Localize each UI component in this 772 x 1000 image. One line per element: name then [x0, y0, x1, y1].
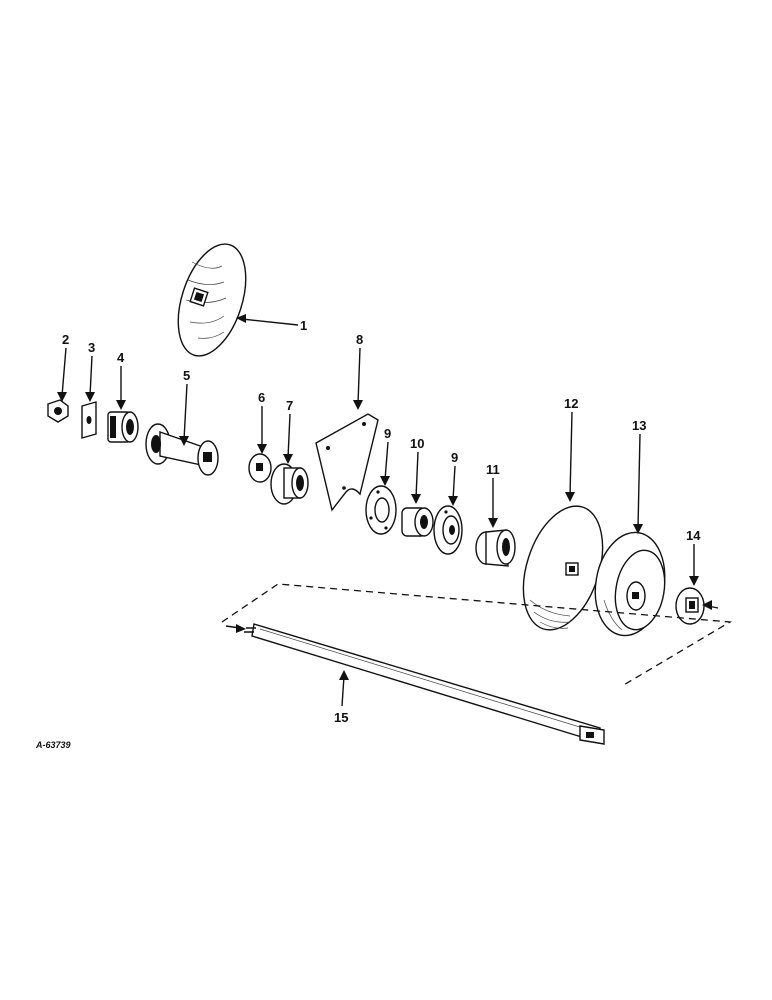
part-15-gang-shaft: [244, 623, 605, 745]
part-9-bearing-flange-right: [433, 505, 463, 555]
callout-10: 10: [410, 436, 424, 451]
part-8-bracket-plate: [315, 413, 379, 512]
part-7-flanged-bushing: [270, 463, 309, 505]
callout-11: 11: [486, 462, 500, 477]
part-6-washer: [248, 453, 272, 483]
part-9-bearing-flange-left: [365, 485, 397, 535]
part-11-flanged-sleeve: [475, 529, 516, 567]
callout-12: 12: [564, 396, 578, 411]
callout-9-left: 9: [384, 426, 391, 441]
part-5-spool-spacer: [145, 423, 219, 476]
drawing-code: A-63739: [35, 740, 71, 750]
part-1-disc-blade: [177, 243, 247, 357]
callout-7: 7: [286, 398, 293, 413]
callout-15: 15: [334, 710, 348, 725]
callout-labels: 1 2 3 4 5 6 7 8 9 10 9 11 12 13 14 15: [62, 318, 701, 725]
callout-8: 8: [356, 332, 363, 347]
part-4-bearing-collar: [107, 411, 139, 443]
callout-14: 14: [686, 528, 701, 543]
callout-1: 1: [300, 318, 307, 333]
callout-3: 3: [88, 340, 95, 355]
assembly-path-dashed: [221, 583, 733, 687]
callout-2: 2: [62, 332, 69, 347]
callout-5: 5: [183, 368, 190, 383]
callout-13: 13: [632, 418, 646, 433]
leader-lines: [57, 314, 719, 707]
part-13-gauge-wheel: [594, 531, 666, 637]
callout-6: 6: [258, 390, 265, 405]
callout-4: 4: [117, 350, 125, 365]
callout-9-right: 9: [451, 450, 458, 465]
part-2-hex-nut: [47, 399, 69, 423]
part-10-bearing: [401, 507, 434, 537]
part-3-washer-plate: [81, 401, 97, 439]
